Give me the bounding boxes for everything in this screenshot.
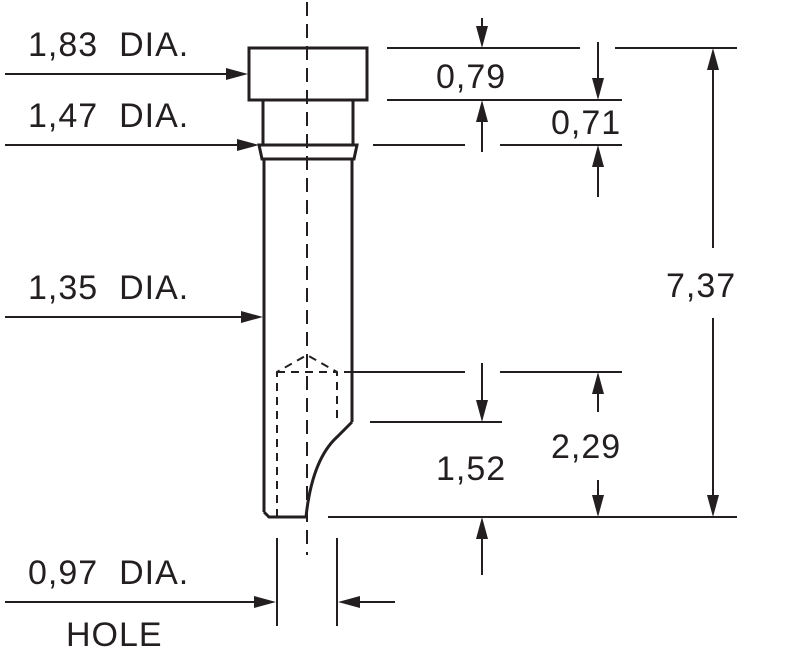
angled-cut [304,420,354,518]
arrow-shank-dia [241,311,263,323]
arrow-head-dia [226,68,248,80]
label-hole-dia: 0,97 DIA. [28,554,189,592]
labels: 1,83 DIA. 1,47 DIA. 1,35 DIA. 0,97 DIA. … [28,26,736,654]
label-head-dia: 1,83 DIA. [28,26,189,64]
arrow-152-bottom [476,517,488,539]
label-neck-dia: 1,47 DIA. [28,97,189,135]
arrow-neck-dia [237,139,259,151]
leaders [5,68,395,626]
label-shank-dia: 1,35 DIA. [28,269,189,307]
hidden-hole [276,353,338,517]
label-overall-length: 7,37 [666,267,736,305]
arrow-737-bottom [707,495,719,517]
tip [262,510,306,519]
arrow-071-top [592,78,604,100]
collar [257,143,359,161]
arrow-737-top [707,48,719,70]
arrow-071-bottom [592,145,604,167]
label-hole-depth: 2,29 [551,428,621,466]
arrow-hole-left [254,596,276,608]
arrow-229-top [592,372,604,394]
extension-lines [328,47,737,518]
label-head-height: 0,79 [436,58,506,96]
label-cut-depth: 1,52 [436,450,506,488]
arrow-hole-right [338,596,360,608]
arrow-152-top [476,400,488,422]
label-neck-height: 0,71 [551,104,621,142]
label-hole: HOLE [66,616,163,654]
arrow-079-top [476,26,488,48]
dimension-arrows [476,18,719,575]
part-outline [247,2,369,555]
arrow-229-bottom [592,495,604,517]
arrow-079-bottom [476,100,488,122]
